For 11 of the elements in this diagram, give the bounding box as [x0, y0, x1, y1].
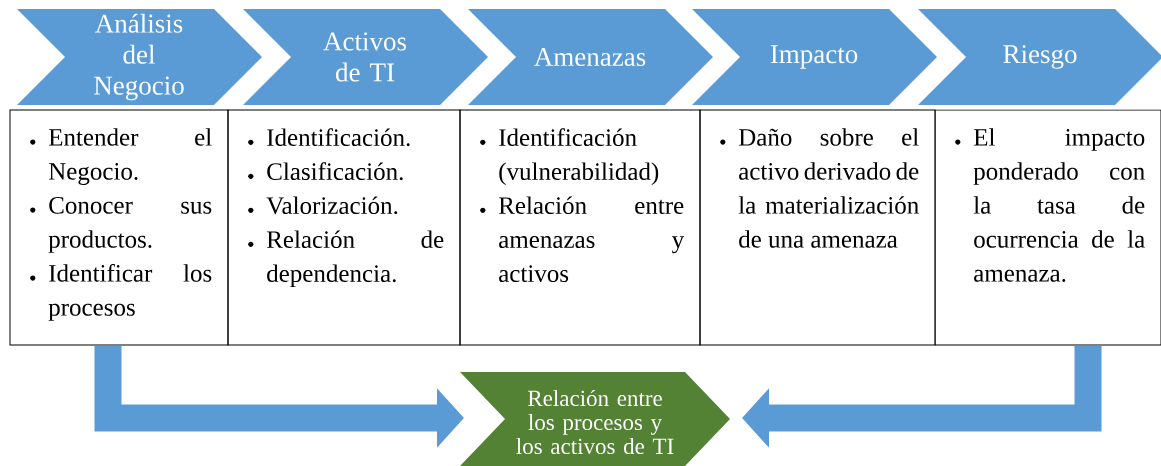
table-cell: Identificación. Clasificación. Valorización. Relación de dependencia.: [227, 109, 461, 346]
step-banner: Impacto: [692, 9, 937, 105]
table-cell: El impacto ponderado con la tasa de ocurrencia de la amenaza.: [934, 109, 1161, 346]
result-banner: Relación entre los procesos y los activos de TI: [460, 372, 730, 466]
table-cell: Entender el Negocio. Conocer sus productos. Identificar los procesos: [9, 109, 229, 346]
step-banner: Riesgo: [918, 9, 1161, 105]
table-cell: Identificación (vulnerabilidad) Relación entre amenazas y activos: [459, 109, 701, 346]
step-banner: Análisis del Negocio: [17, 9, 262, 105]
table-cell: Daño sobre el activo derivado de la materialización de una amenaza: [699, 109, 936, 346]
step-banner: Amenazas: [468, 9, 713, 105]
step-banner: Activos de TI: [243, 9, 488, 105]
